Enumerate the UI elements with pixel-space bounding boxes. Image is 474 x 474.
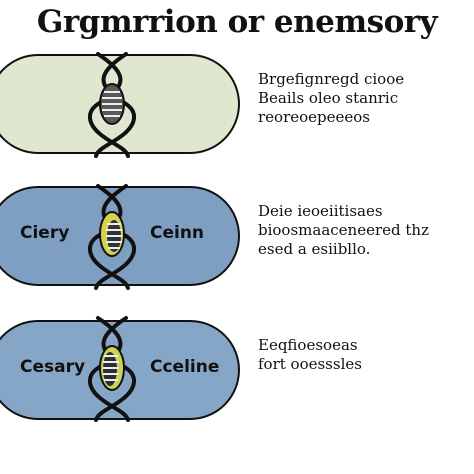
description-line: bioosmaaceneered thz xyxy=(258,221,429,239)
description-line: reoreoepeeeos xyxy=(258,108,370,126)
right-label: Ceinn xyxy=(150,223,205,243)
description-line: fort ooesssles xyxy=(258,355,362,373)
description-1: Brgefignregd ciooe Beails oleo stanric r… xyxy=(258,70,468,127)
description-line: Deie ieoeiitisaes xyxy=(258,202,383,220)
description-line: Beails oleo stanric xyxy=(258,89,399,107)
description-line: Eeqfioesoeas xyxy=(258,336,358,354)
description-line: esed a esiibllo. xyxy=(258,240,371,258)
diagram-title: Grgmrrion or enemsory xyxy=(36,4,438,40)
panel-1: Brgefignregd ciooe Beails oleo stanric r… xyxy=(0,52,474,158)
description-2: Deie ieoeiitisaes bioosmaaceneered thz e… xyxy=(258,202,468,259)
dna-helix-icon-3 xyxy=(88,316,136,422)
dna-helix-icon-2 xyxy=(88,184,136,290)
description-3: Eeqfioesoeas fort ooesssles xyxy=(258,336,468,374)
dna-helix-icon-1 xyxy=(88,52,136,158)
panel-2: Ciery Ceinn Deie ieoeiitisaes bioosmaace… xyxy=(0,184,474,290)
description-line: Brgefignregd ciooe xyxy=(258,70,405,88)
left-label: Ciery xyxy=(20,223,70,243)
left-label: Cesary xyxy=(20,357,86,377)
right-label: Cceline xyxy=(150,357,220,377)
panel-3: Cesary Cceline Eeqfioesoeas fort ooesssl… xyxy=(0,316,474,424)
